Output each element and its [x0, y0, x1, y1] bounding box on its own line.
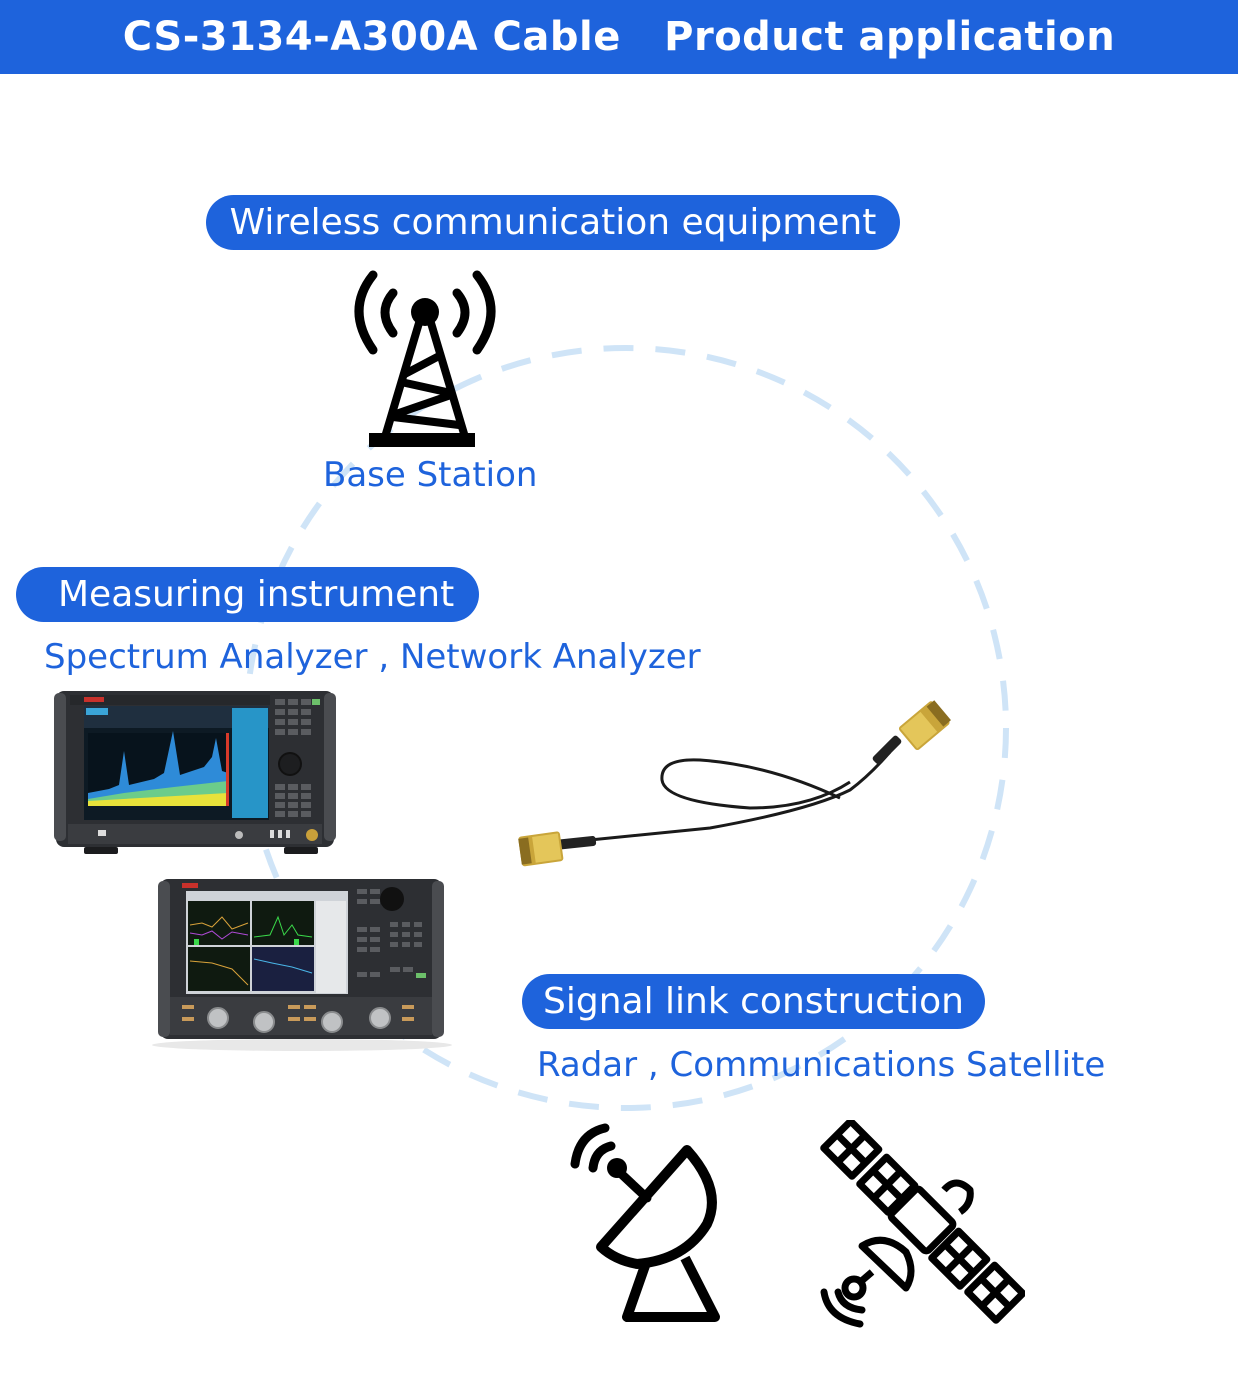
- radar-satellite-text: Radar , Communications Satellite: [537, 1045, 1106, 1085]
- wireless-communication-label: Wireless communication equipment: [229, 202, 877, 243]
- signal-link-construction-pill: Signal link construction: [522, 974, 985, 1029]
- radar-dish-icon: [570, 1123, 720, 1322]
- header-banner: CS-3134-A300A Cable Product application: [0, 0, 1238, 74]
- page-title: CS-3134-A300A Cable Product application: [122, 14, 1116, 60]
- sma-cable-image: [518, 700, 951, 867]
- base-station-text: Base Station: [323, 455, 538, 495]
- spectrum-analyzer-image: [54, 691, 336, 854]
- signal-link-construction-label: Signal link construction: [542, 981, 964, 1022]
- cell-tower-icon: [354, 270, 496, 447]
- wireless-communication-pill: Wireless communication equipment: [206, 195, 900, 250]
- measuring-instrument-label: Measuring instrument: [58, 574, 455, 615]
- satellite-icon: [820, 1120, 1025, 1328]
- network-analyzer-image: [152, 879, 452, 1051]
- analyzers-text: Spectrum Analyzer , Network Analyzer: [44, 637, 701, 677]
- measuring-instrument-pill: Measuring instrument: [16, 567, 479, 622]
